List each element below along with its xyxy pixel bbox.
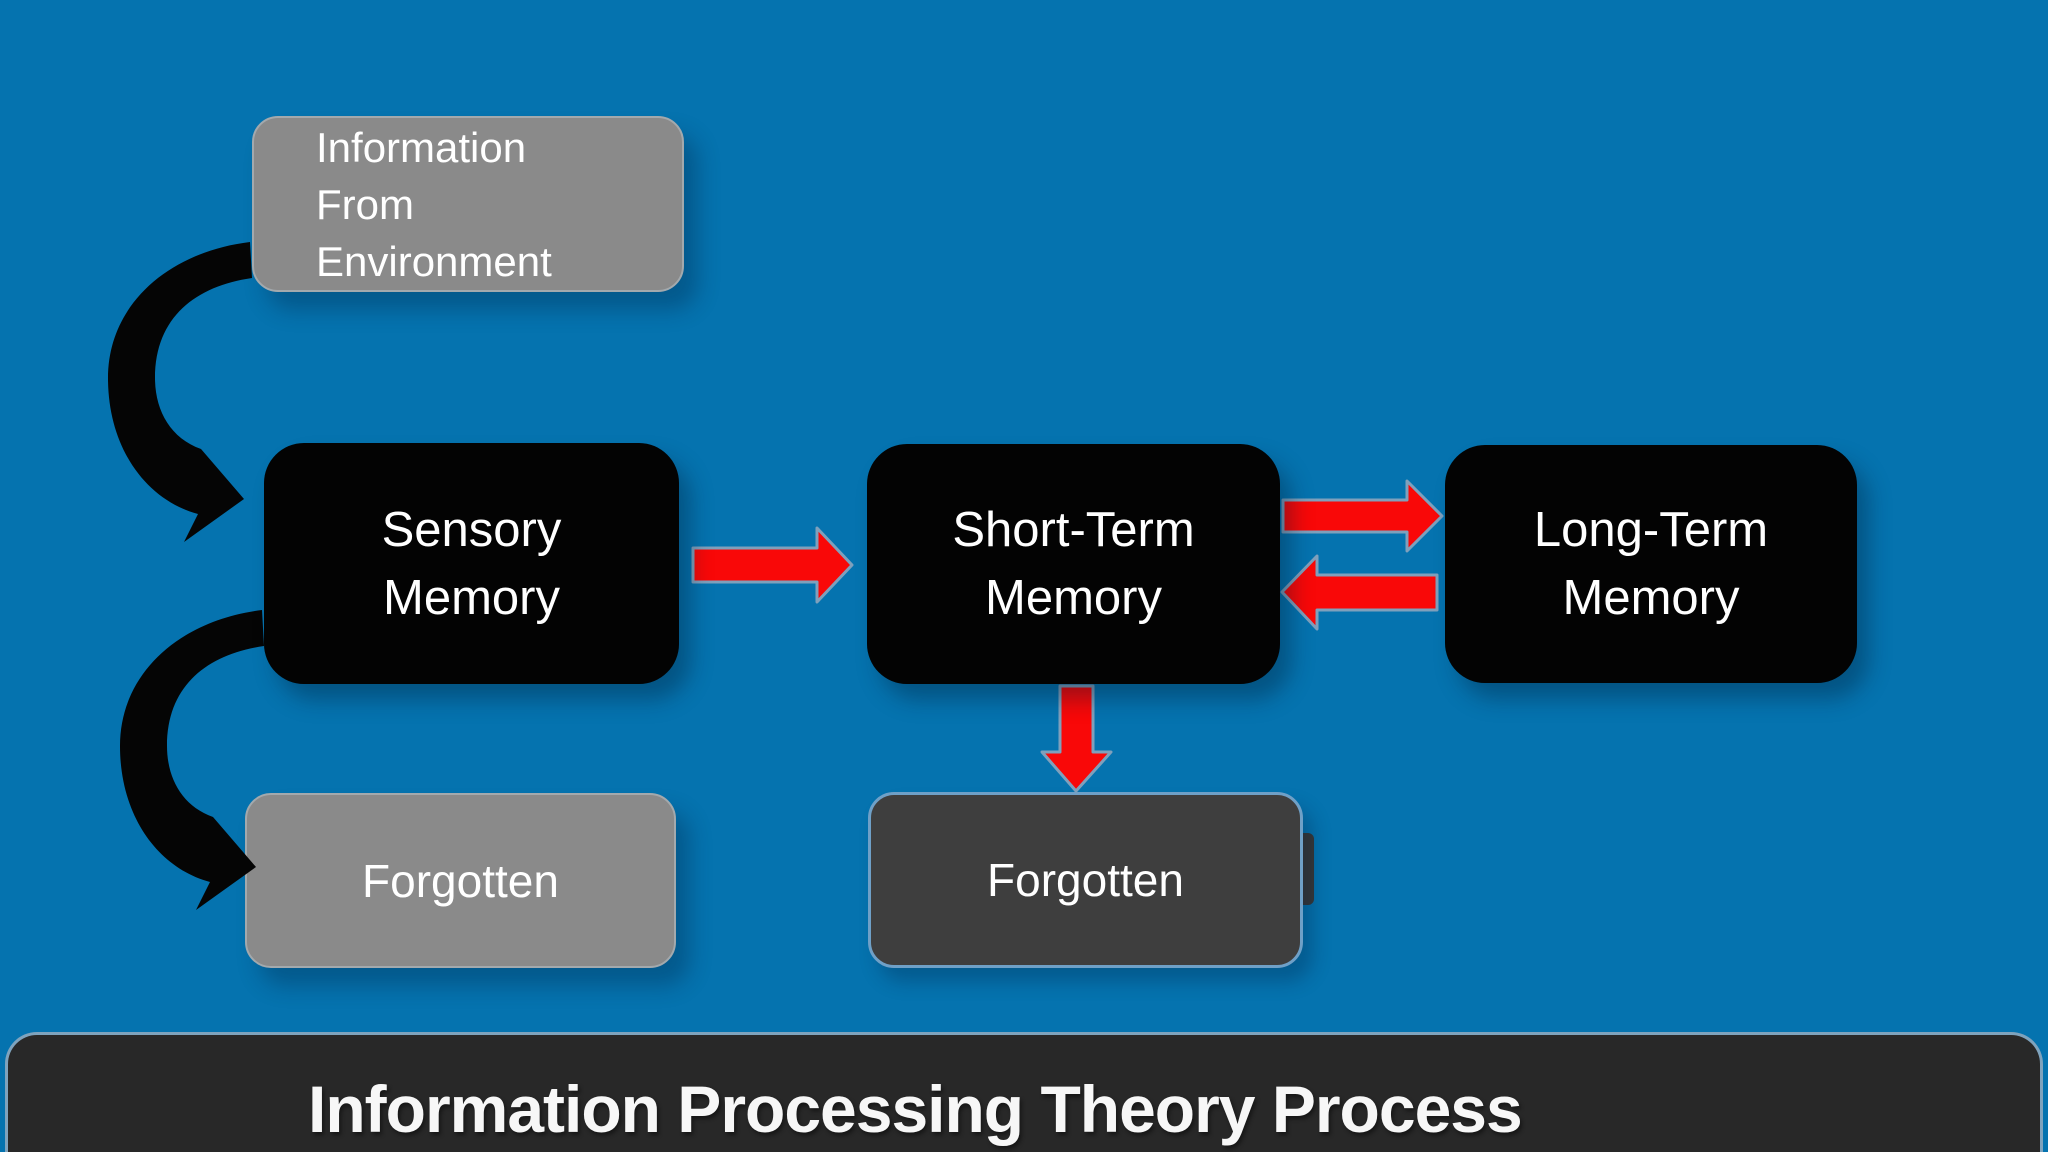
curved-arrow-sensory-to-forgotten-icon [120,610,264,910]
node-long-term-memory: Long-Term Memory [1445,445,1857,683]
page-title: Information Processing Theory Process [308,1072,1523,1146]
arrow-short-term-to-long-term-icon [1281,479,1444,553]
arrow-short-term-to-forgotten-icon [1040,684,1113,793]
curved-arrow-environment-to-sensory-icon [108,242,252,542]
node-label: Information From Environment [316,123,552,285]
node-label: Sensory Memory [381,502,562,625]
arrow-sensory-to-short-term-icon [691,526,854,604]
node-sensory-memory: Sensory Memory [264,443,679,684]
node-label: Forgotten [362,854,559,907]
node-forgotten-from-short-term: Forgotten [868,792,1303,968]
node-label: Short-Term Memory [952,503,1195,625]
title-bar: Information Processing Theory Process [5,1032,2043,1152]
node-information-from-environment: Information From Environment [252,116,684,292]
arrow-long-term-to-short-term-icon [1280,554,1439,631]
node-forgotten-from-sensory: Forgotten [245,793,676,968]
node-label: Forgotten [987,854,1184,906]
node-label: Long-Term Memory [1533,503,1769,625]
node-short-term-memory: Short-Term Memory [867,444,1280,684]
